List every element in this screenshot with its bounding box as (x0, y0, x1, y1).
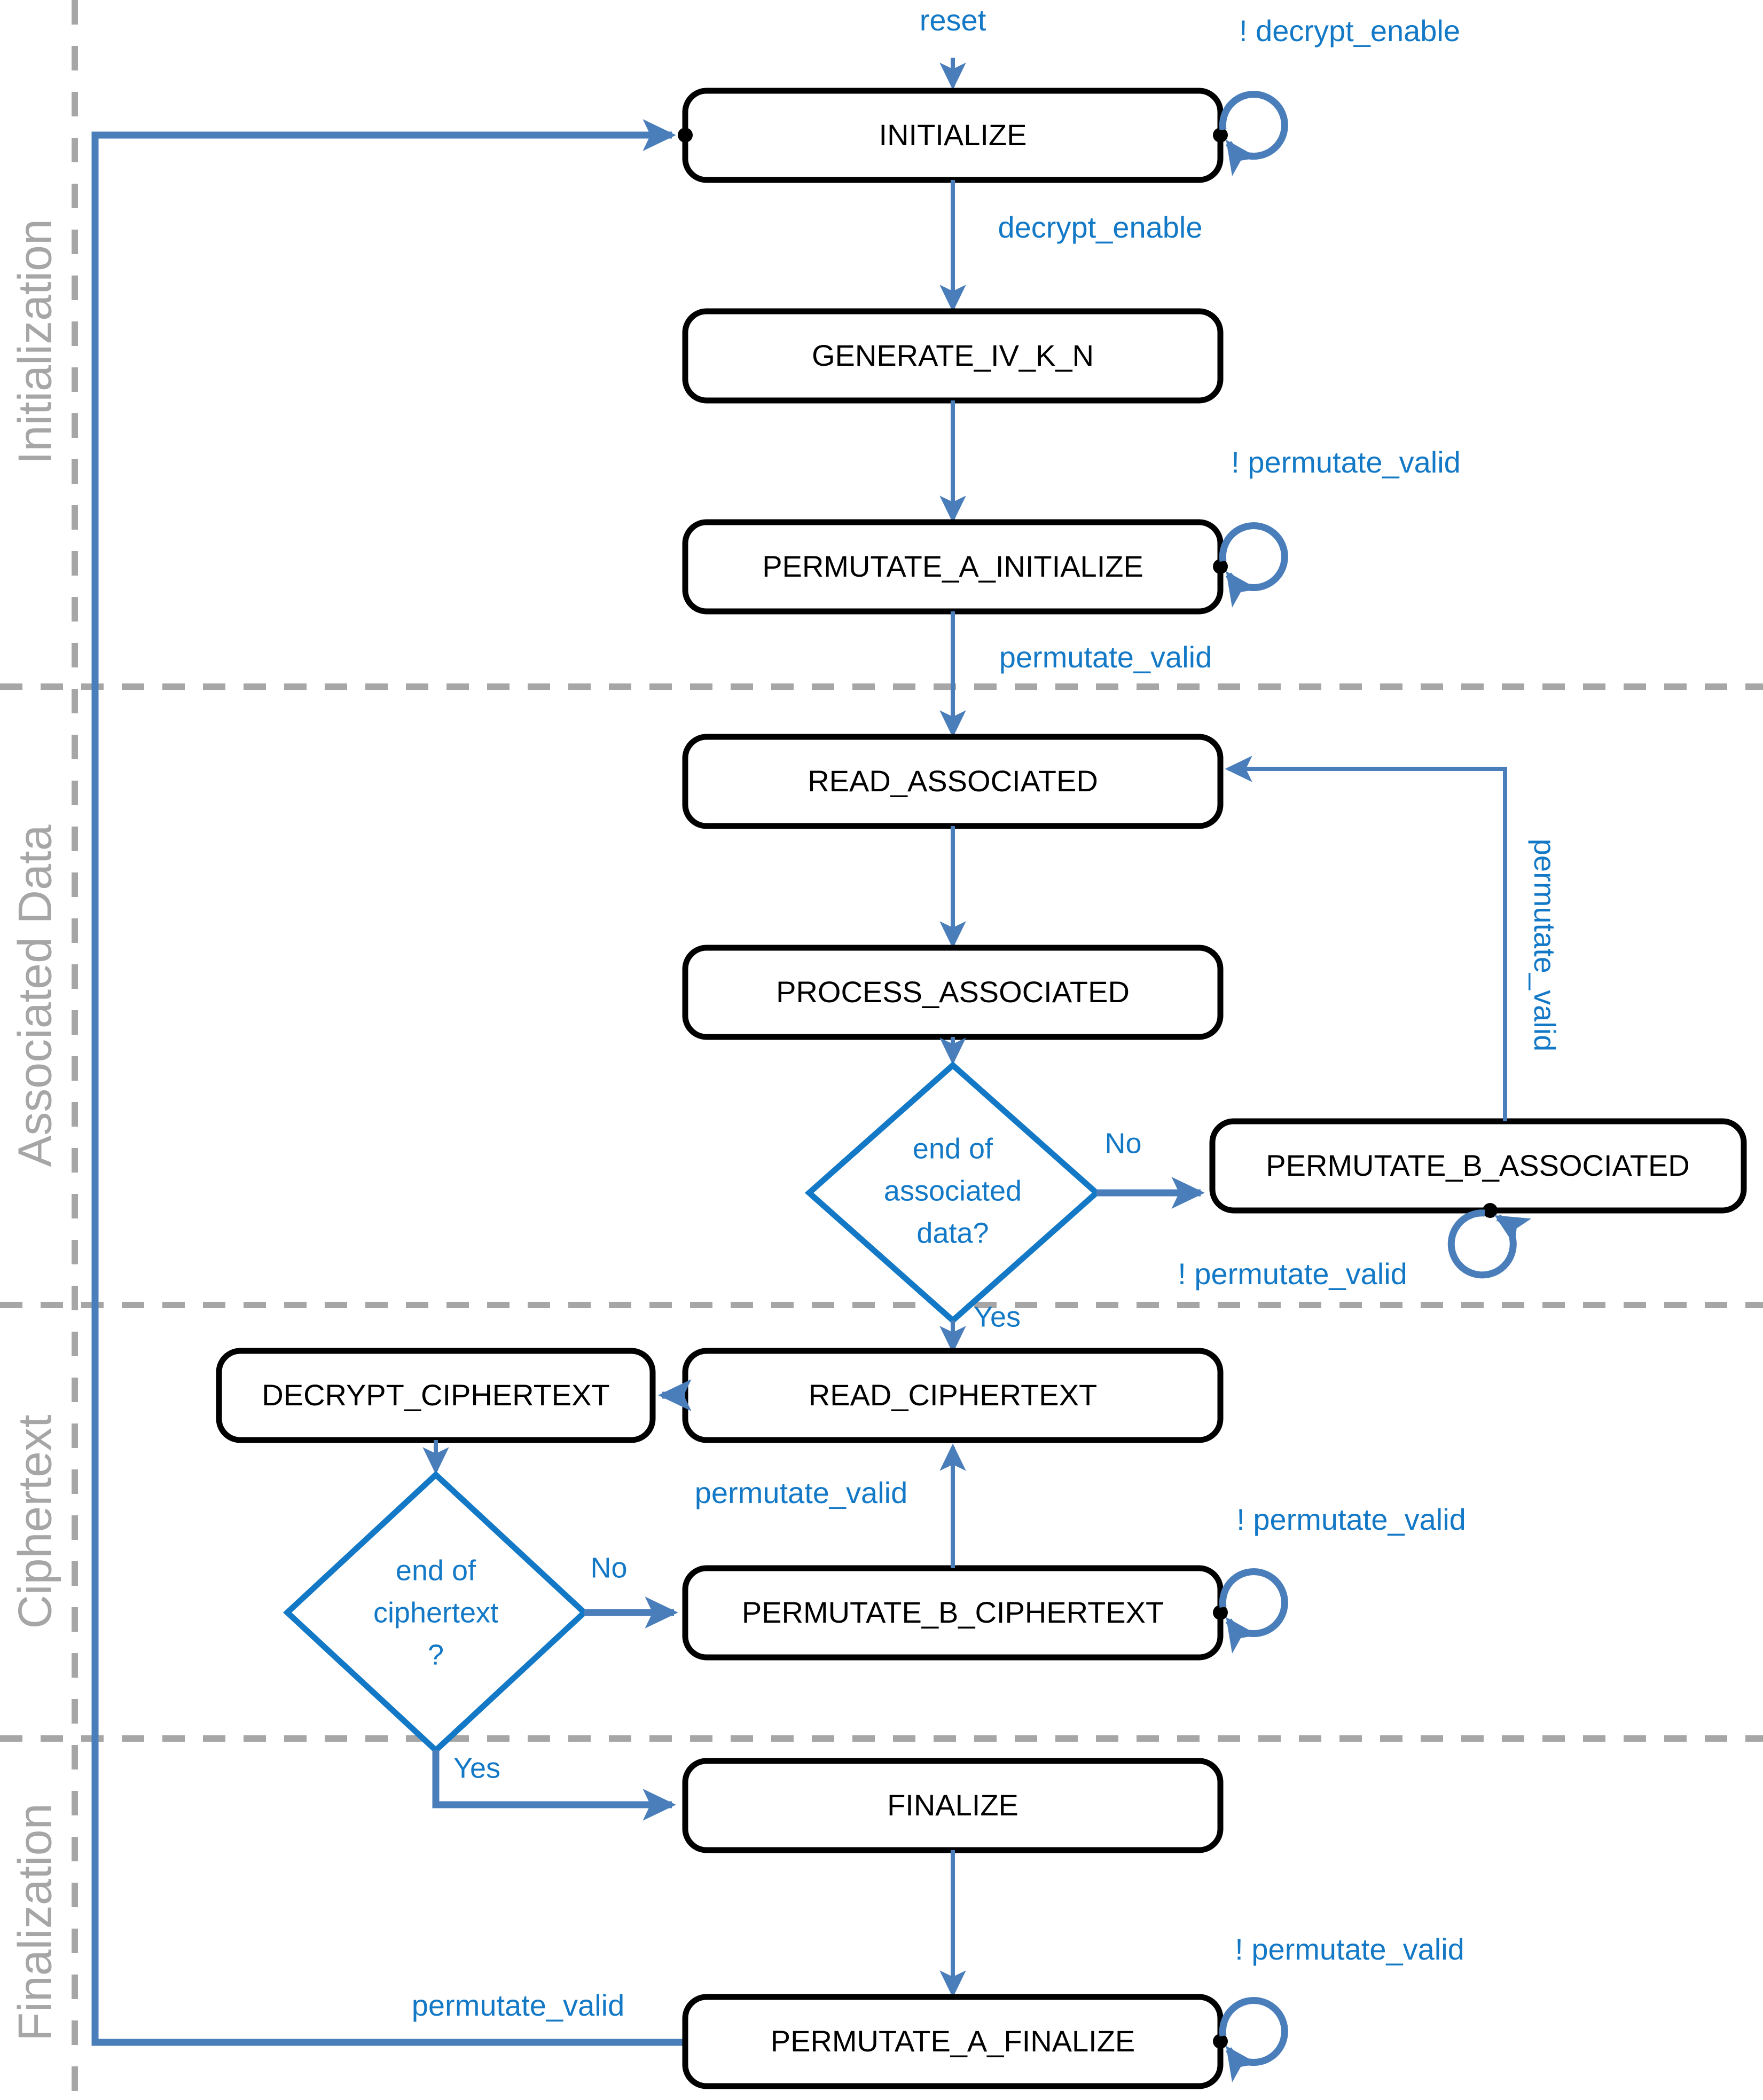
state-permutate-b-associated[interactable]: PERMUTATE_B_ASSOCIATED (1209, 1118, 1747, 1214)
label-reset: reset (920, 3, 986, 37)
decision-ciphertext-line-2: ciphertext (373, 1596, 498, 1629)
junction-permutate-b-ciphertext-right (1213, 1605, 1228, 1620)
state-initialize[interactable]: INITIALIZE (682, 88, 1224, 183)
state-process-associated[interactable]: PROCESS_ASSOCIATED (682, 945, 1224, 1040)
label-permutate-valid-finalize: permutate_valid (412, 1988, 624, 2022)
label-ciphertext-yes: Yes (453, 1752, 500, 1784)
label-permutate-valid-associated: permutate_valid (1528, 839, 1562, 1051)
label-decrypt-enable: decrypt_enable (998, 210, 1203, 244)
state-read-associated[interactable]: READ_ASSOCIATED (682, 734, 1224, 829)
state-permutate-b-ciphertext-label: PERMUTATE_B_CIPHERTEXT (742, 1595, 1164, 1629)
label-associated-no: No (1104, 1127, 1141, 1159)
edge-ciphertext-yes (432, 1750, 676, 1821)
label-permutate-valid-ciphertext: permutate_valid (695, 1476, 907, 1509)
state-permutate-b-associated-label: PERMUTATE_B_ASSOCIATED (1266, 1149, 1690, 1182)
edge-permutate-b-associated-to-read-associated (1225, 756, 1507, 1121)
state-finalize[interactable]: FINALIZE (682, 1758, 1224, 1853)
decision-associated-line-3: data? (916, 1217, 989, 1249)
label-not-permutate-valid-initialize: ! permutate_valid (1231, 445, 1461, 479)
self-loop-permutate-a-initialize (1219, 522, 1288, 608)
section-label-ciphertext: Ciphertext (8, 1414, 61, 1629)
section-label-associated-data: Associated Data (8, 825, 61, 1167)
edge-finalize-to-initialize (91, 119, 685, 2046)
decision-end-of-ciphertext[interactable]: end of ciphertext ? (283, 1470, 589, 1755)
decision-associated-line-2: associated (884, 1175, 1022, 1207)
state-permutate-b-ciphertext[interactable]: PERMUTATE_B_CIPHERTEXT (682, 1565, 1224, 1661)
state-permutate-a-initialize-label: PERMUTATE_A_INITIALIZE (762, 549, 1143, 583)
junction-permutate-a-finalize-right (1213, 2034, 1228, 2049)
self-loop-initialize (1219, 91, 1288, 176)
self-loop-permutate-a-finalize (1219, 1997, 1288, 2082)
decision-ciphertext-line-3: ? (428, 1639, 444, 1671)
state-decrypt-ciphertext[interactable]: DECRYPT_CIPHERTEXT (216, 1348, 656, 1443)
section-label-finalization: Finalization (8, 1803, 61, 2041)
state-initialize-label: INITIALIZE (879, 118, 1027, 152)
label-not-decrypt-enable: ! decrypt_enable (1239, 14, 1460, 48)
state-finalize-label: FINALIZE (887, 1788, 1018, 1822)
section-labels: Initialization Associated Data Ciphertex… (8, 219, 61, 2041)
state-permutate-a-finalize[interactable]: PERMUTATE_A_FINALIZE (682, 1994, 1224, 2089)
junction-initialize-left (678, 128, 693, 143)
label-not-permutate-valid-ciphertext: ! permutate_valid (1236, 1503, 1466, 1536)
junction-initialize-right (1213, 128, 1228, 143)
state-permutate-a-finalize-label: PERMUTATE_A_FINALIZE (771, 2024, 1135, 2058)
label-associated-yes: Yes (974, 1301, 1021, 1333)
decision-end-of-associated-data[interactable]: end of associated data? (804, 1061, 1101, 1325)
decision-associated-line-1: end of (913, 1132, 993, 1165)
state-read-associated-label: READ_ASSOCIATED (808, 764, 1098, 798)
junction-permutate-a-initialize-right (1213, 559, 1228, 574)
state-decrypt-ciphertext-label: DECRYPT_CIPHERTEXT (262, 1378, 609, 1412)
state-permutate-a-initialize[interactable]: PERMUTATE_A_INITIALIZE (682, 519, 1224, 615)
junction-permutate-b-associated-bottom (1483, 1203, 1498, 1218)
label-ciphertext-no: No (590, 1552, 627, 1584)
state-read-ciphertext-label: READ_CIPHERTEXT (809, 1378, 1097, 1412)
decision-ciphertext-line-1: end of (396, 1554, 476, 1586)
label-not-permutate-valid-finalize: ! permutate_valid (1235, 1932, 1464, 1966)
label-not-permutate-valid-associated: ! permutate_valid (1178, 1257, 1407, 1291)
state-process-associated-label: PROCESS_ASSOCIATED (776, 975, 1130, 1009)
self-loop-permutate-b-ciphertext (1219, 1568, 1288, 1654)
state-read-ciphertext[interactable]: READ_CIPHERTEXT (682, 1348, 1224, 1443)
self-loop-permutate-b-associated (1447, 1209, 1532, 1279)
label-permutate-valid-initialize: permutate_valid (999, 640, 1212, 674)
state-generate-iv-k-n-label: GENERATE_IV_K_N (812, 339, 1094, 372)
section-label-initialization: Initialization (8, 219, 61, 465)
state-generate-iv-k-n[interactable]: GENERATE_IV_K_N (682, 308, 1224, 404)
